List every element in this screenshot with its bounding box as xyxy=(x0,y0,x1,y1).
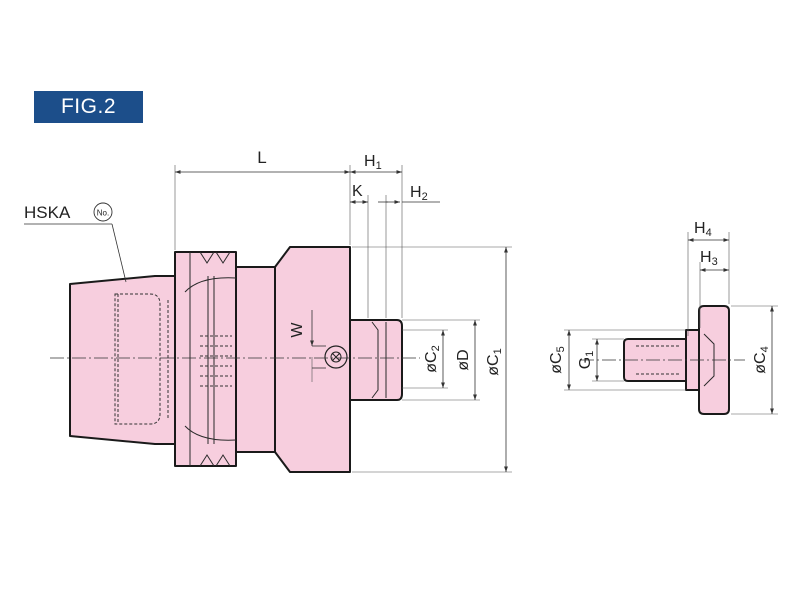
dimension-H4: H4 xyxy=(687,220,730,336)
label-hska: HSKA xyxy=(24,203,71,222)
number-mark-icon xyxy=(93,202,113,222)
dimension-C5: øC5 xyxy=(548,329,686,391)
tool-holder-body xyxy=(69,246,403,473)
holder-flange xyxy=(174,251,237,467)
dimension-H2: H2 xyxy=(378,184,440,318)
dimension-K: K xyxy=(350,183,369,318)
label-H4: H4 xyxy=(694,220,712,239)
hska-callout: HSKA No. xyxy=(24,202,127,283)
dimension-C2: øC2 xyxy=(402,329,448,389)
label-H3: H3 xyxy=(700,249,718,268)
dimension-H1: H1 xyxy=(350,153,403,318)
label-H2: H2 xyxy=(410,184,428,203)
holder-main-body xyxy=(274,246,351,473)
label-D: øD xyxy=(455,349,472,370)
dimension-D: øD xyxy=(402,319,480,401)
label-C2: øC2 xyxy=(423,345,442,372)
label-W: W xyxy=(289,322,306,338)
label-no-mark: No. xyxy=(97,209,109,218)
label-K: K xyxy=(352,183,363,200)
dimension-H3: H3 xyxy=(699,249,729,328)
dimension-L: L xyxy=(174,148,351,250)
dimension-W: W xyxy=(289,310,326,382)
label-C4: øC4 xyxy=(752,346,771,373)
dimension-C4: øC4 xyxy=(731,305,778,415)
label-G1: G1 xyxy=(577,351,596,370)
label-H1: H1 xyxy=(364,153,382,172)
label-C1: øC1 xyxy=(485,348,504,375)
holder-neck xyxy=(235,266,276,453)
dimension-G1: G1 xyxy=(577,338,624,382)
holder-nose xyxy=(349,319,403,401)
label-L: L xyxy=(257,148,266,167)
figure-label-badge: FIG.2 xyxy=(34,91,143,123)
dimension-C1: øC1 xyxy=(352,246,512,473)
label-C5: øC5 xyxy=(548,346,567,373)
